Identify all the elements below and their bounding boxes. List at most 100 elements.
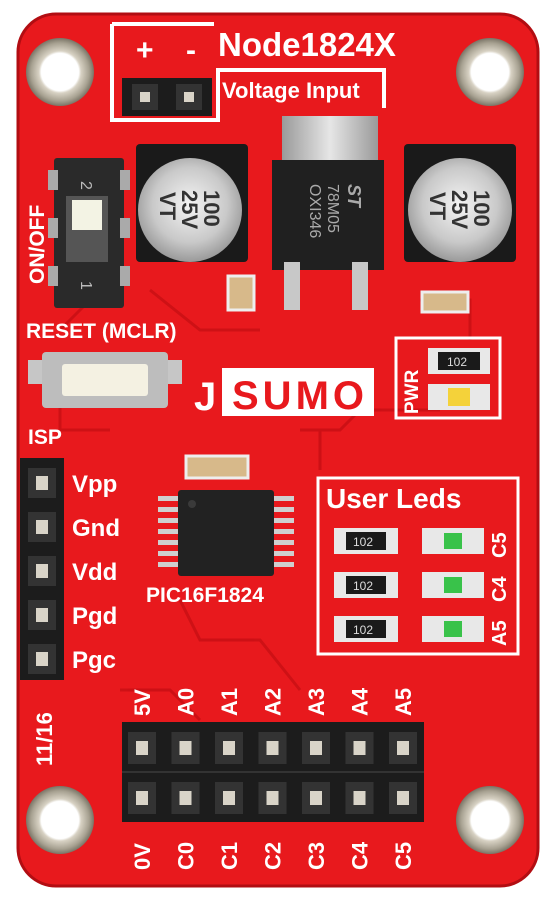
capacitor-right: 100 25V VT — [404, 144, 516, 262]
header-bottom-label: C3 — [304, 842, 329, 870]
led-resistor-code: 102 — [353, 623, 373, 637]
switch-pos-top: 2 — [77, 181, 94, 190]
chip-pin-right — [272, 529, 294, 534]
pwr-led-block: PWR 102 — [394, 336, 502, 420]
voltage-input-label: Voltage Input — [222, 78, 360, 103]
led-resistor-code: 102 — [353, 579, 373, 593]
header-pin-top-tip — [397, 741, 409, 755]
chip-pin-right — [272, 540, 294, 545]
isp-pin-label: Vdd — [72, 559, 117, 586]
header-top-label: A4 — [348, 687, 373, 716]
led-pin-label: A5 — [489, 620, 511, 646]
pwr-resistor-code: 102 — [447, 355, 467, 369]
mounting-hole-bottom-left — [26, 786, 94, 854]
header-pin-bottom-tip — [310, 791, 322, 805]
user-led — [444, 577, 462, 593]
header-pin-top-tip — [179, 741, 192, 755]
mounting-holes — [26, 38, 524, 854]
chip-pin-left — [158, 518, 180, 523]
chip-pin-left — [158, 529, 180, 534]
plus-label: + — [136, 34, 154, 67]
chip-pin-left — [158, 551, 180, 556]
mounting-hole-top-right — [456, 38, 524, 106]
board-title: Node1824X — [218, 26, 396, 63]
regulator-lot: OXI346 — [306, 184, 323, 238]
isp-pin-label: Pgc — [72, 647, 116, 674]
isp-pin-tip — [36, 564, 48, 578]
isp-pin-tip — [36, 520, 48, 534]
chip-label: PIC16F1824 — [146, 584, 264, 607]
header-bottom-label: C4 — [348, 841, 373, 870]
isp-pin-label: Gnd — [72, 515, 120, 542]
header-bottom-label: C5 — [391, 842, 416, 870]
pic-microcontroller — [158, 454, 294, 576]
header-bottom-label: C2 — [261, 842, 286, 870]
chip-pin-left — [158, 507, 180, 512]
header-pin-bottom-tip — [266, 791, 279, 805]
isp-pin-tip — [36, 652, 48, 666]
led-resistor — [346, 576, 386, 594]
switch-pos-bottom: 1 — [77, 281, 94, 290]
user-led — [444, 621, 462, 637]
chip-pin-right — [272, 562, 294, 567]
header-pin-top-tip — [310, 741, 322, 755]
date-code: 11/16 — [32, 712, 57, 766]
regulator-brand: ST — [344, 184, 364, 209]
header-top-label: A2 — [261, 688, 286, 716]
io-header — [122, 722, 424, 822]
capacitor-left: 100 25V VT — [136, 144, 248, 262]
chip-pin-left — [158, 496, 180, 501]
header-bottom-label: C0 — [174, 842, 199, 870]
cap-right-series: VT — [425, 192, 450, 221]
chip-pin-right — [272, 507, 294, 512]
smd-cap-1 — [226, 274, 256, 312]
header-top-label: A1 — [217, 688, 242, 716]
chip-pin-right — [272, 518, 294, 523]
header-bottom-label: C1 — [217, 842, 242, 870]
header-top-label: A3 — [304, 688, 329, 716]
header-pin-top-tip — [353, 741, 366, 755]
chip-pin-left — [158, 562, 180, 567]
isp-title: ISP — [28, 426, 62, 449]
cap-left-value: 100 — [199, 190, 224, 227]
mounting-hole-top-left — [26, 38, 94, 106]
jsumo-logo: J SUMO — [194, 368, 374, 419]
led-resistor — [346, 620, 386, 638]
regulator-part: 78M05 — [324, 184, 341, 233]
logo-j: J — [194, 375, 216, 419]
header-pin-bottom-tip — [397, 791, 409, 805]
chip-pin-left — [158, 540, 180, 545]
mounting-hole-bottom-right — [456, 786, 524, 854]
header-pin-top-tip — [136, 741, 148, 755]
user-leds-title: User Leds — [326, 483, 461, 514]
led-pin-label: C4 — [489, 576, 511, 602]
isp-pin-label: Vpp — [72, 471, 117, 498]
reset-label: RESET (MCLR) — [26, 320, 177, 343]
reset-button — [28, 352, 182, 408]
header-top-label: A5 — [391, 688, 416, 716]
voltage-regulator: ST 78M05 OXI346 — [272, 116, 384, 310]
led-resistor-code: 102 — [353, 535, 373, 549]
header-pin-bottom-tip — [136, 791, 148, 805]
pwr-label: PWR — [402, 369, 423, 414]
cap-left-series: VT — [155, 192, 180, 221]
logo-sumo: SUMO — [232, 374, 368, 418]
header-pin-bottom-tip — [223, 791, 235, 805]
header-top-label: 5V — [130, 689, 155, 716]
header-top-label: A0 — [174, 688, 199, 716]
cap-right-voltage: 25V — [447, 190, 472, 229]
switch-label: ON/OFF — [26, 205, 49, 284]
isp-pin-label: Pgd — [72, 603, 117, 630]
chip-pin-right — [272, 496, 294, 501]
led-pin-label: C5 — [489, 532, 511, 558]
header-pin-top-tip — [266, 741, 279, 755]
isp-pin-tip — [36, 476, 48, 490]
header-pin-bottom-tip — [179, 791, 192, 805]
cap-left-voltage: 25V — [177, 190, 202, 229]
led-resistor — [346, 532, 386, 550]
minus-label: - — [186, 34, 196, 67]
user-led — [444, 533, 462, 549]
header-pin-bottom-tip — [353, 791, 366, 805]
smd-part-2 — [420, 290, 470, 314]
